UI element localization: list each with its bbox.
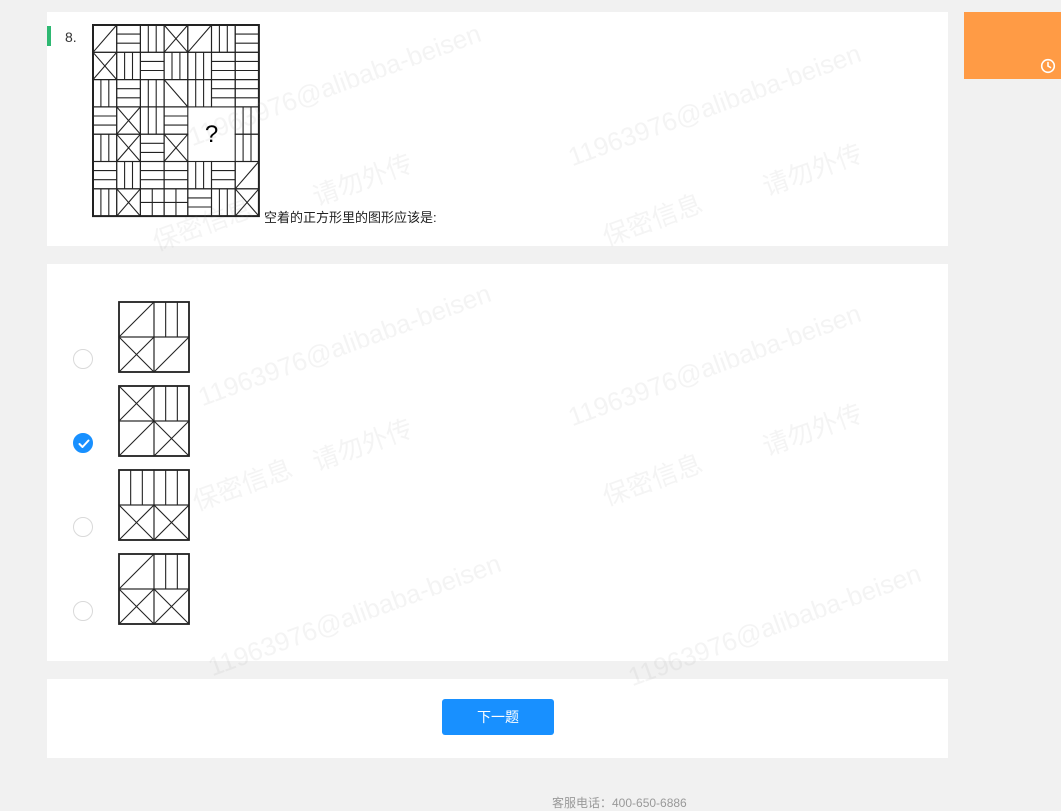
option-d[interactable]: [47, 553, 347, 627]
options-card: [47, 264, 948, 661]
question-text: 空着的正方形里的图形应该是:: [264, 210, 437, 225]
check-icon: [78, 439, 90, 448]
option-a-figure[interactable]: [118, 301, 192, 375]
question-marker-bar: [47, 26, 51, 46]
customer-service-phone: 客服电话：400-650-6886: [552, 796, 687, 810]
option-a[interactable]: [47, 301, 347, 375]
option-c[interactable]: [47, 469, 347, 543]
option-d-figure[interactable]: [118, 553, 192, 627]
option-c-radio[interactable]: [73, 517, 93, 537]
option-c-figure[interactable]: [118, 469, 192, 543]
option-b-figure[interactable]: [118, 385, 192, 459]
footer-card: 下一题: [47, 679, 948, 758]
question-card: 8. ? 空着的正方形里的图形应该是:: [47, 12, 948, 246]
question-number: 8.: [65, 29, 77, 45]
missing-cell-question-mark: ?: [205, 121, 218, 148]
timer-tab[interactable]: [964, 12, 1061, 79]
option-d-radio[interactable]: [73, 601, 93, 621]
option-b[interactable]: [47, 385, 347, 459]
clock-icon: [1040, 58, 1056, 74]
next-question-button[interactable]: 下一题: [442, 699, 554, 735]
option-a-radio[interactable]: [73, 349, 93, 369]
question-figure-grid: ?: [92, 24, 260, 218]
option-b-radio[interactable]: [73, 433, 93, 453]
